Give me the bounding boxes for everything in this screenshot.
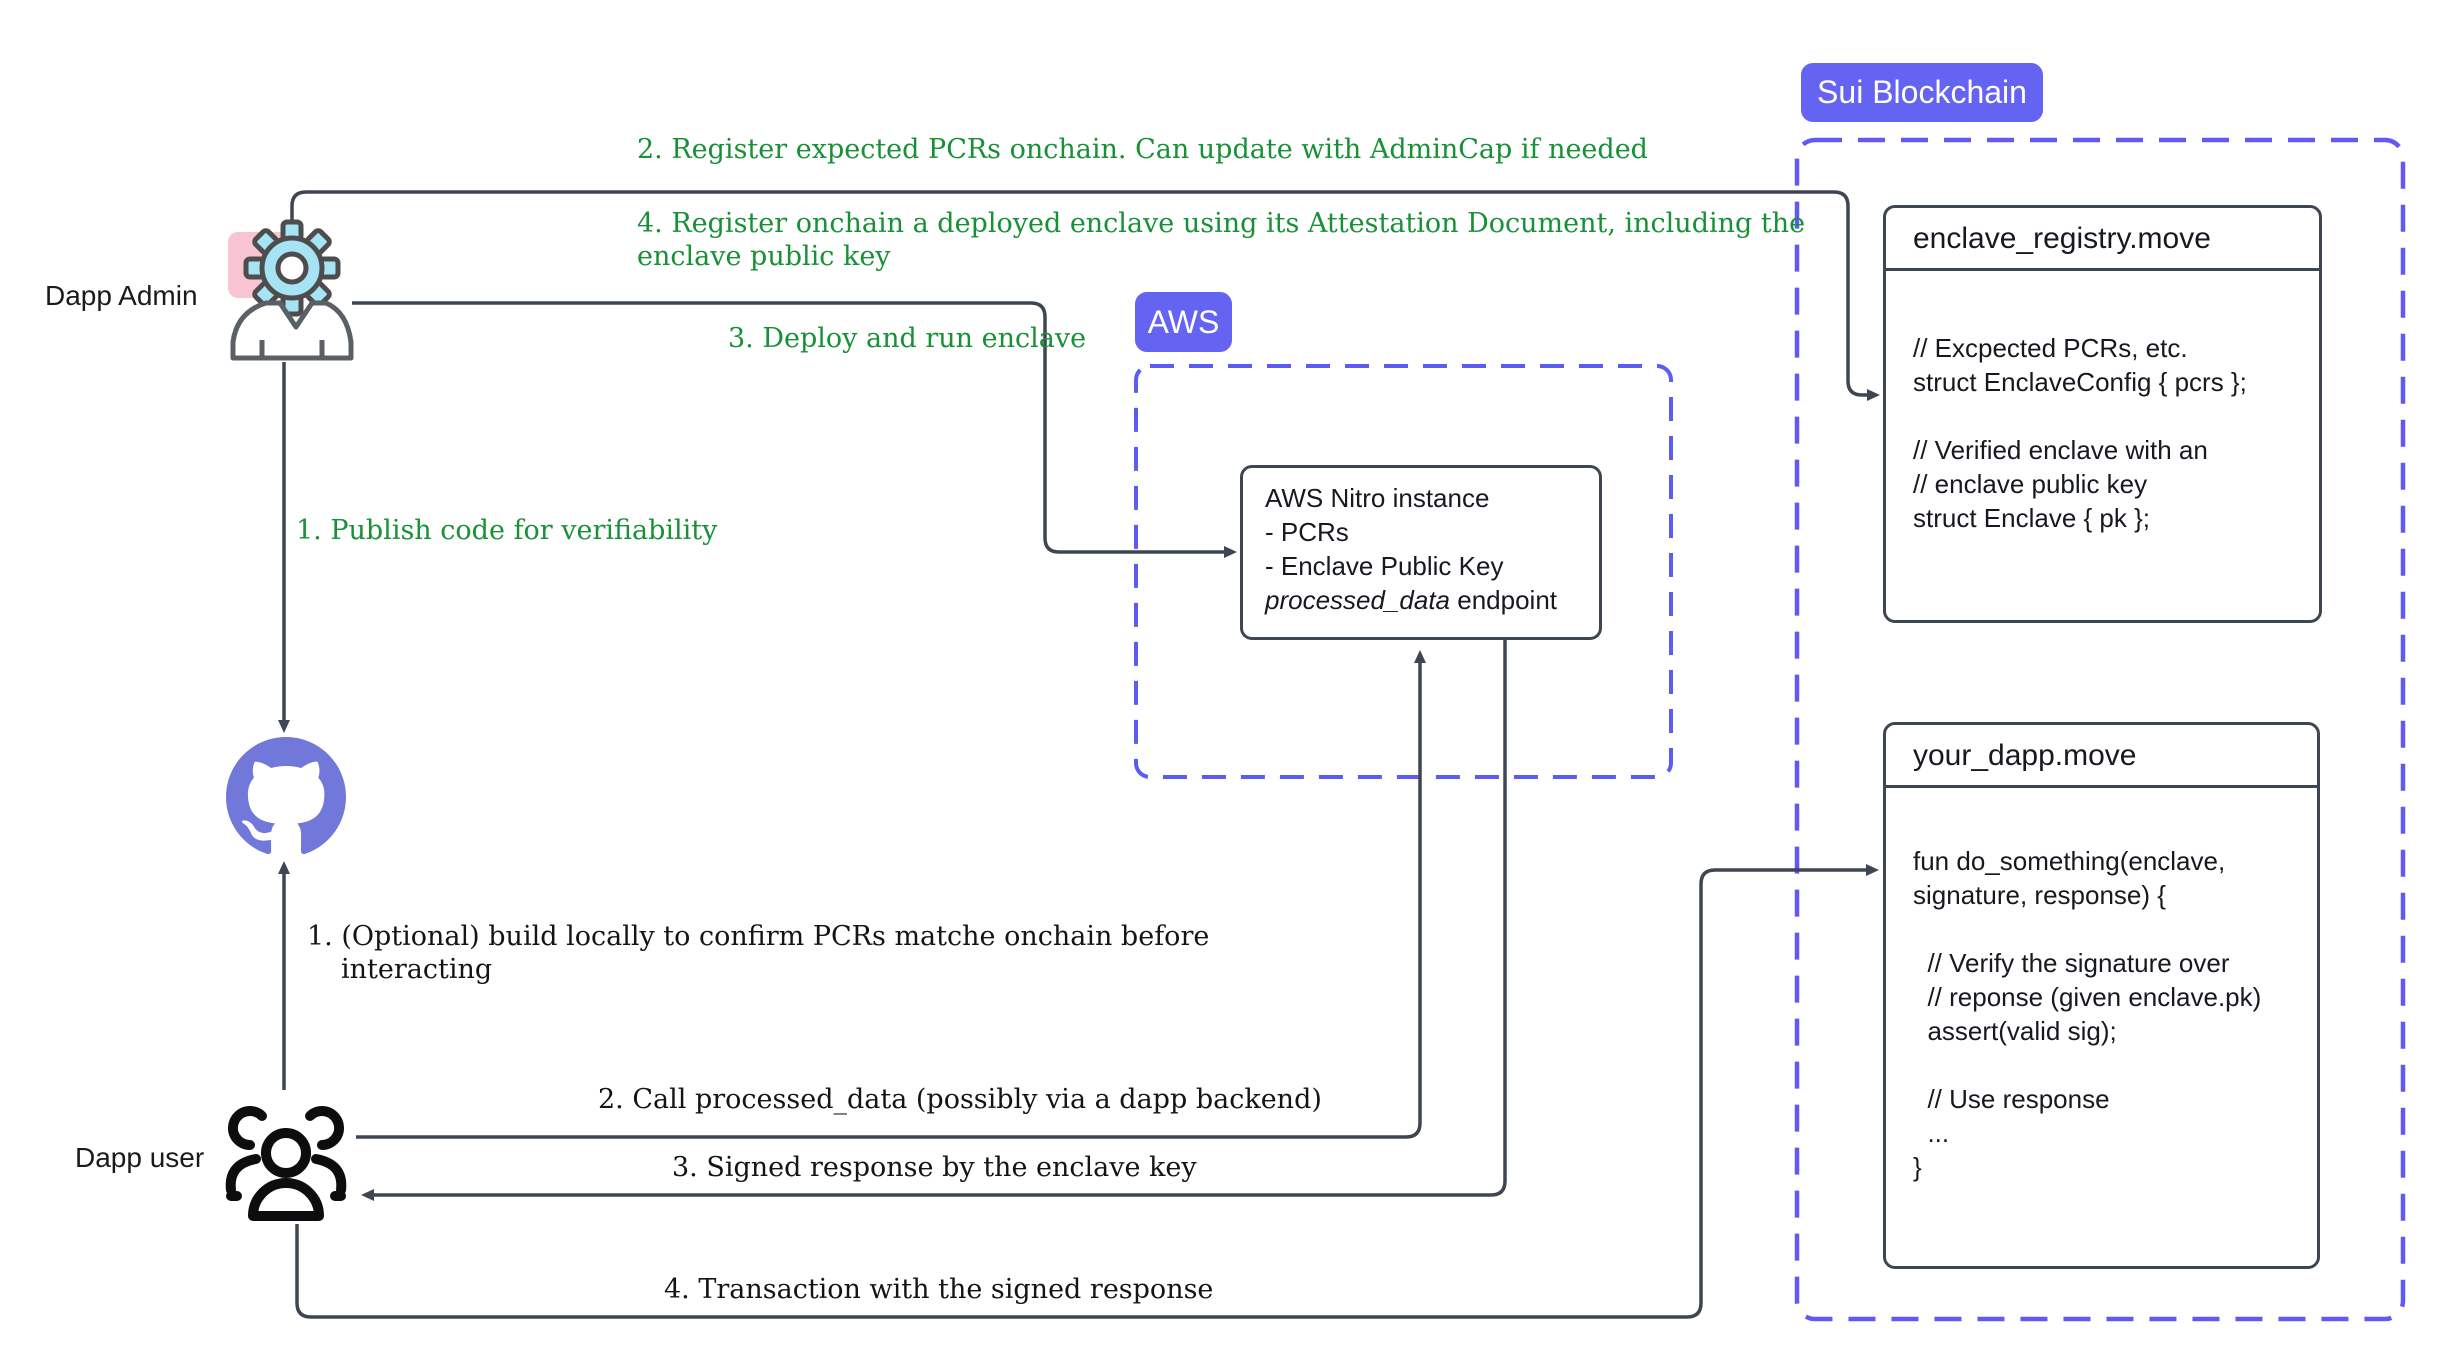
code-line: // reponse (given enclave.pk) — [1913, 982, 2262, 1012]
dapp-user-label: Dapp user — [75, 1142, 205, 1173]
code-line: struct Enclave { pk }; — [1913, 503, 2151, 533]
code-line: fun do_something(enclave, — [1913, 846, 2226, 876]
user-step-call: 2. Call processed_data (possibly via a d… — [598, 1084, 1322, 1115]
dapp-admin-label: Dapp Admin — [45, 280, 198, 311]
code-line: signature, response) { — [1913, 880, 2166, 910]
nitro-endpoint: processed_data endpoint — [1265, 584, 1589, 618]
gear-icon — [243, 219, 341, 317]
nitro-bullet-key: - Enclave Public Key — [1265, 551, 1504, 581]
code-line: // Verified enclave with an — [1913, 435, 2208, 465]
admin-step-deploy: 3. Deploy and run enclave — [728, 323, 1087, 354]
aws-badge: AWS — [1135, 292, 1232, 352]
admin-step-register-enclave-line1: 4. Register onchain a deployed enclave u… — [637, 208, 1806, 239]
code-line: // enclave public key — [1913, 469, 2148, 499]
nitro-endpoint-rest: endpoint — [1450, 585, 1558, 615]
nitro-endpoint-name: processed_data — [1265, 585, 1451, 615]
connector-user-tx-dapp — [295, 864, 1879, 1319]
code-line: struct EnclaveConfig { pcrs }; — [1913, 367, 2247, 397]
user-step-build-line2: interacting — [341, 954, 493, 985]
admin-person-body — [230, 300, 354, 361]
connector-admin-to-registry — [290, 190, 1880, 401]
enclave-registry-box: enclave_registry.move // Excpected PCRs,… — [1883, 205, 2322, 623]
code-line: ... — [1913, 1118, 1950, 1148]
admin-step-register-pcrs: 2. Register expected PCRs onchain. Can u… — [637, 134, 1648, 165]
user-step-build-line1: 1. (Optional) build locally to confirm P… — [307, 921, 1210, 952]
code-line — [1913, 399, 2309, 433]
aws-nitro-instance-box: AWS Nitro instance - PCRs - Enclave Publ… — [1240, 465, 1602, 640]
code-line: assert(valid sig); — [1913, 1016, 2117, 1046]
user-step-transaction: 4. Transaction with the signed response — [664, 1274, 1214, 1305]
admin-step-register-enclave-line2: enclave public key — [637, 241, 891, 272]
code-line: } — [1913, 1152, 1922, 1182]
sui-blockchain-region-box — [1794, 137, 2406, 1322]
your-dapp-box: your_dapp.move fun do_something(enclave,… — [1883, 722, 2320, 1269]
dapp-admin-icon — [228, 219, 354, 361]
nitro-title: AWS Nitro instance — [1265, 483, 1490, 513]
dapp-user-icon — [225, 1106, 347, 1221]
connector-user-call-nitro — [356, 650, 1426, 1139]
connector-nitro-response-user — [361, 640, 1507, 1201]
code-line: // Excpected PCRs, etc. — [1913, 333, 2188, 363]
connector-admin-to-nitro — [352, 301, 1237, 558]
code-line: // Verify the signature over — [1913, 948, 2230, 978]
sui-blockchain-badge: Sui Blockchain — [1801, 63, 2043, 122]
code-line: // Use response — [1913, 1084, 2110, 1114]
code-line — [1913, 912, 2307, 946]
github-icon — [226, 737, 346, 855]
aws-region-box — [1134, 364, 1673, 779]
your-dapp-title: your_dapp.move — [1886, 725, 2317, 788]
enclave-registry-title: enclave_registry.move — [1886, 208, 2319, 271]
admin-step-publish: 1. Publish code for verifiability — [296, 515, 718, 546]
nitro-bullet-pcrs: - PCRs — [1265, 517, 1349, 547]
code-line — [1913, 1048, 2307, 1082]
user-step-signed-response: 3. Signed response by the enclave key — [672, 1152, 1197, 1183]
